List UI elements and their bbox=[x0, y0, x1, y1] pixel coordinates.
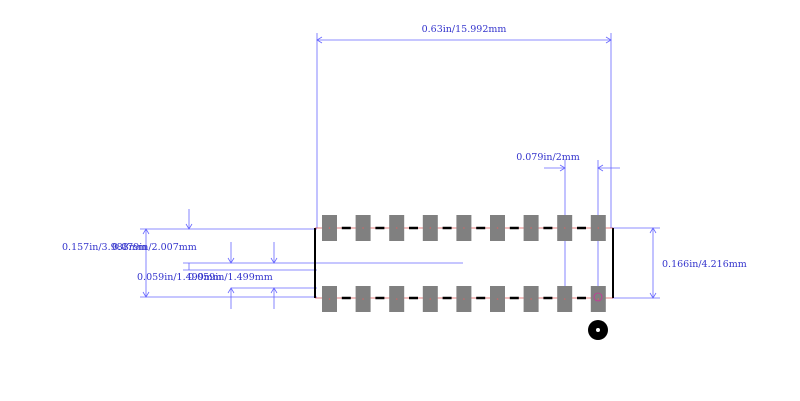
pad-center bbox=[429, 298, 432, 300]
pitch-label: 0.079in/2mm bbox=[516, 152, 580, 163]
pad-center bbox=[597, 227, 600, 229]
pin1-ring bbox=[593, 292, 603, 302]
left-dim-b-label: 0.079in/2.007mm bbox=[112, 242, 197, 253]
pad-center bbox=[463, 298, 465, 300]
pad-center bbox=[328, 298, 331, 300]
left-dim-a-label: 0.157in/3.988mm bbox=[62, 242, 147, 253]
pad-center bbox=[362, 227, 364, 229]
pad-center bbox=[530, 227, 532, 229]
silkscreen-dashes bbox=[341, 226, 586, 300]
pad-center bbox=[563, 227, 566, 229]
pad-center bbox=[597, 298, 600, 300]
pad-center bbox=[496, 227, 499, 229]
pad-center bbox=[530, 298, 532, 300]
pad-center bbox=[429, 227, 432, 229]
pad-center bbox=[362, 298, 364, 300]
left-dim-c-label: 0.059in/1.499mm bbox=[137, 272, 222, 283]
total-height-label: 0.166in/4.216mm bbox=[662, 259, 747, 270]
pad-center bbox=[395, 227, 398, 229]
left-dimensions: 0.157in/3.988mm 0.079in/2.007mm 0.059in/… bbox=[62, 209, 463, 309]
pad-center bbox=[463, 227, 465, 229]
pad-center bbox=[328, 227, 331, 229]
pin1-marker-icon bbox=[588, 320, 608, 340]
pad-center bbox=[395, 298, 398, 300]
pad-center bbox=[563, 298, 566, 300]
total-height-dimension: 0.166in/4.216mm bbox=[612, 227, 747, 299]
pad-array bbox=[322, 215, 606, 312]
left-dim-d-label: 0.059in/1.499mm bbox=[188, 272, 273, 283]
pad-center bbox=[496, 298, 499, 300]
overall-length-label: 0.63in/15.992mm bbox=[422, 24, 507, 35]
overall-length-dimension: 0.63in/15.992mm bbox=[316, 24, 612, 228]
